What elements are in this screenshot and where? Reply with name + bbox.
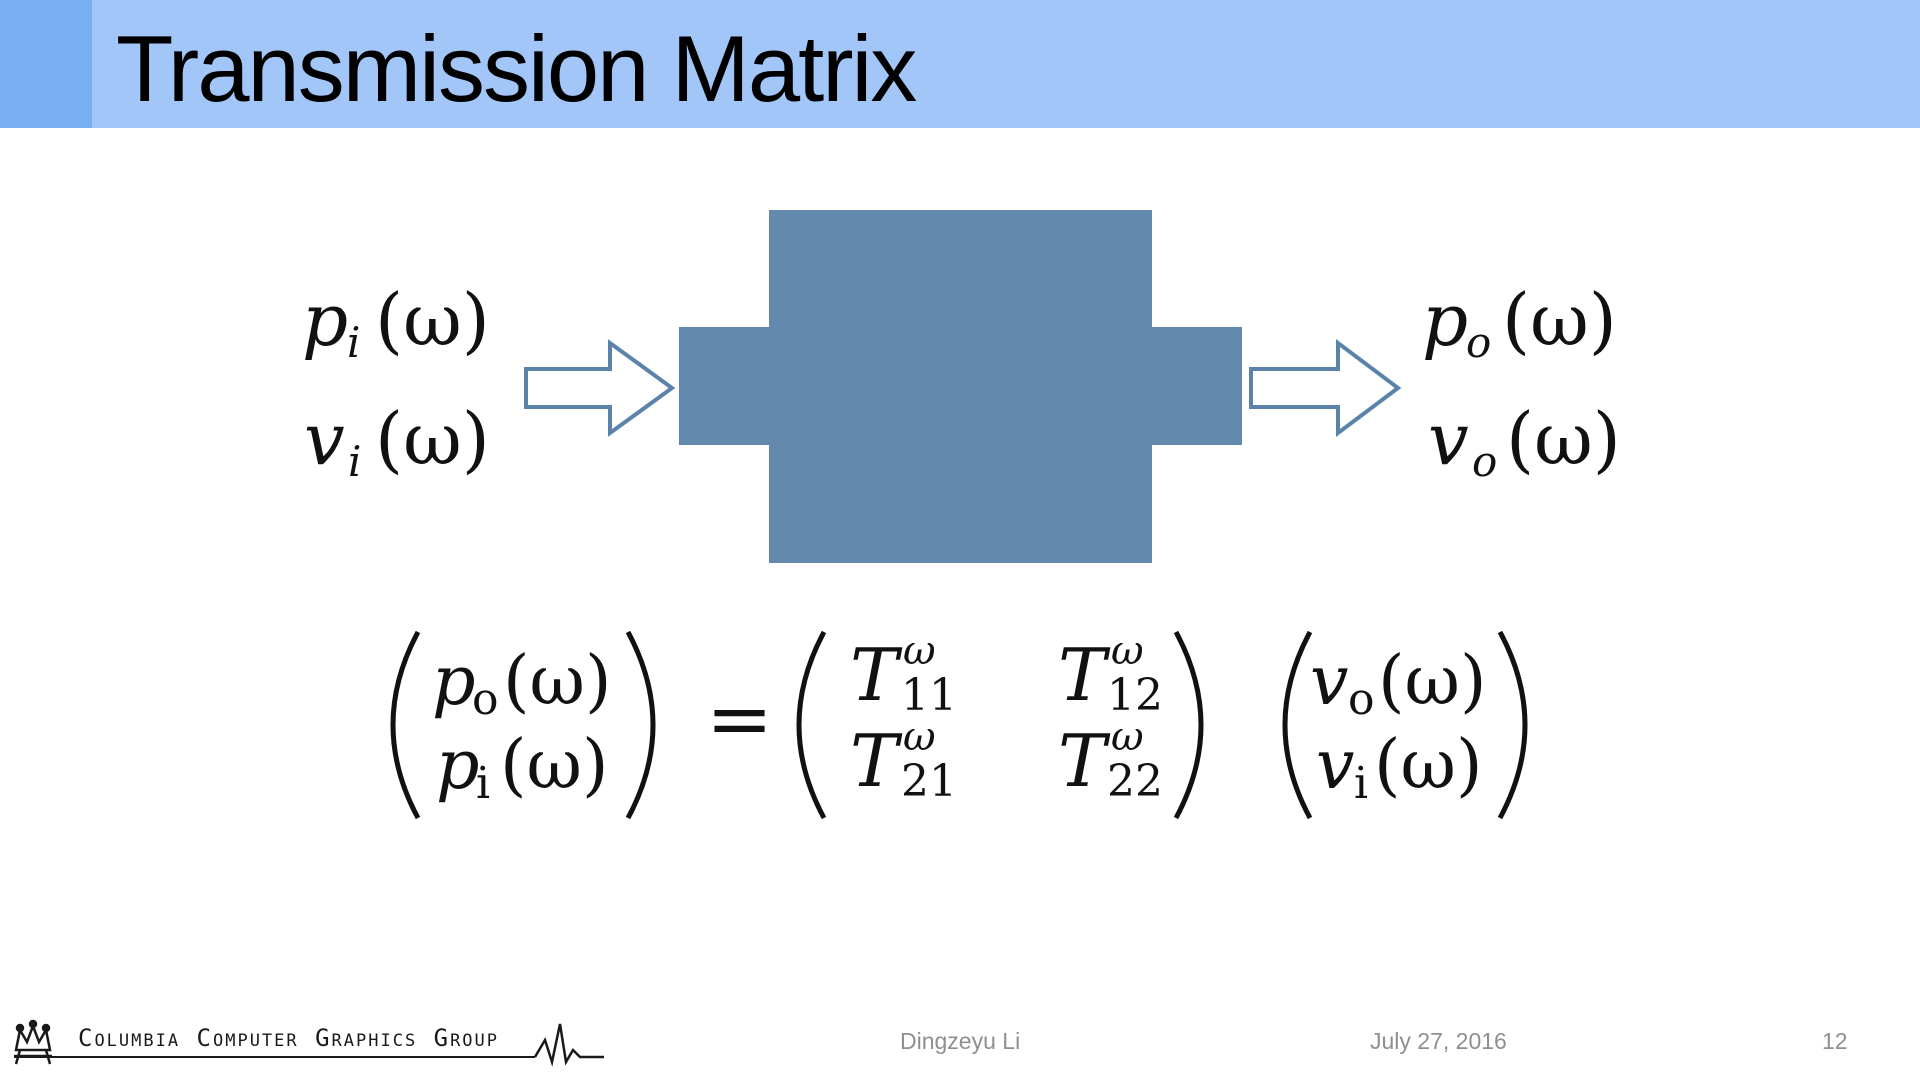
svg-text:(ω): (ω) <box>500 726 609 805</box>
rhs-paren-right <box>1497 630 1528 820</box>
footer-group-name: Columbia Computer Graphics Group <box>78 1024 500 1052</box>
svg-text:o: o <box>1348 674 1375 725</box>
svg-text:i: i <box>347 318 360 367</box>
svg-text:v: v <box>1316 726 1354 805</box>
svg-text:12: 12 <box>1107 670 1163 721</box>
footer-date: July 27, 2016 <box>1370 1028 1507 1054</box>
transmission-block <box>679 210 1242 563</box>
output-pressure-label: p o (ω) <box>1422 278 1617 367</box>
svg-text:11: 11 <box>901 670 957 721</box>
svg-text:ω: ω <box>1111 714 1144 760</box>
title-accent <box>0 0 92 128</box>
matrix-entry-t11: T ω 11 <box>850 628 957 721</box>
svg-text:T: T <box>1058 719 1111 803</box>
matrix-paren-right <box>1173 630 1204 820</box>
page-number: 12 <box>1822 1028 1848 1054</box>
svg-text:22: 22 <box>1107 756 1163 807</box>
svg-text:(ω): (ω) <box>1378 642 1487 721</box>
footer-author: Dingzeyu Li <box>900 1028 1021 1054</box>
input-velocity-label: v i (ω) <box>304 397 490 486</box>
svg-text:p: p <box>432 642 476 721</box>
heartbeat-line-icon <box>533 1023 604 1067</box>
svg-text:p: p <box>436 726 480 805</box>
svg-text:(ω): (ω) <box>375 397 490 481</box>
lhs-paren-right <box>625 630 656 820</box>
svg-text:(ω): (ω) <box>1502 278 1617 362</box>
matrix-entry-t12: T ω 12 <box>1058 628 1163 721</box>
equation-rhs-vector: v o (ω) v i (ω) <box>1282 630 1528 820</box>
matrix-entry-t22: T ω 22 <box>1058 714 1163 807</box>
input-arrow-icon <box>524 339 676 437</box>
svg-text:i: i <box>1354 758 1368 809</box>
svg-text:p: p <box>1422 278 1468 362</box>
transmission-matrix: T ω 11 T ω 12 T ω 21 T ω 22 <box>796 628 1204 820</box>
lhs-paren-left <box>390 630 421 820</box>
svg-text:i: i <box>476 758 490 809</box>
svg-text:(ω): (ω) <box>375 278 490 362</box>
svg-text:T: T <box>1058 633 1111 717</box>
svg-text:o: o <box>1466 318 1491 367</box>
matrix-entry-t21: T ω 21 <box>850 714 957 807</box>
svg-text:T: T <box>850 633 903 717</box>
slide-title: Transmission Matrix <box>116 16 917 121</box>
svg-text:v: v <box>304 397 345 481</box>
input-pressure-label: p i (ω) <box>302 278 490 367</box>
title-bar <box>0 0 1920 128</box>
rhs-paren-left <box>1282 630 1313 820</box>
svg-text:(ω): (ω) <box>1506 397 1621 481</box>
equation-lhs-vector: p o (ω) p i (ω) <box>390 630 656 820</box>
equals-sign: = <box>706 672 773 765</box>
svg-text:v: v <box>1310 642 1348 721</box>
svg-text:(ω): (ω) <box>503 642 612 721</box>
svg-text:21: 21 <box>901 756 957 807</box>
svg-text:ω: ω <box>903 628 936 674</box>
svg-text:i: i <box>348 437 361 486</box>
svg-text:p: p <box>302 278 348 362</box>
output-arrow-icon <box>1249 339 1402 437</box>
matrix-paren-left <box>796 630 827 820</box>
svg-text:(ω): (ω) <box>1374 726 1483 805</box>
svg-text:T: T <box>850 719 903 803</box>
svg-text:ω: ω <box>1111 628 1144 674</box>
svg-text:o: o <box>472 674 499 725</box>
svg-text:v: v <box>1428 397 1469 481</box>
svg-text:o: o <box>1472 437 1497 486</box>
output-velocity-label: v o (ω) <box>1428 397 1621 486</box>
svg-text:ω: ω <box>903 714 936 760</box>
